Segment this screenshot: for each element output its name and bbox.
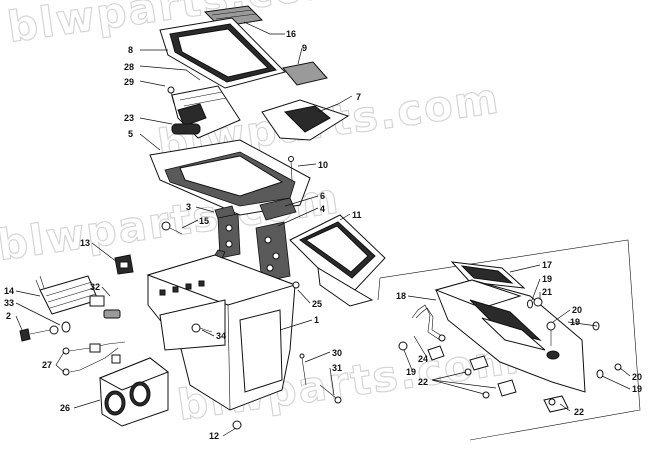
callout-17: 17 bbox=[542, 260, 552, 270]
callout-25: 25 bbox=[312, 299, 322, 309]
callout-26: 26 bbox=[60, 403, 70, 413]
part-33-washer bbox=[61, 321, 71, 333]
part-22-clip bbox=[543, 395, 569, 413]
part-5-airbox-top bbox=[149, 139, 311, 216]
part-25-screw bbox=[292, 281, 300, 289]
callout-8: 8 bbox=[128, 45, 133, 55]
callout-15: 15 bbox=[199, 216, 209, 226]
part-6-gasket bbox=[259, 197, 297, 221]
callout-31: 31 bbox=[332, 363, 342, 373]
callout-4: 4 bbox=[320, 204, 325, 214]
callout-14: 14 bbox=[4, 286, 14, 296]
callout-34: 34 bbox=[216, 331, 226, 341]
subassembly-frame bbox=[377, 239, 641, 441]
part-21-bolt bbox=[533, 297, 543, 307]
callout-32: 32 bbox=[90, 282, 100, 292]
part-30-rod bbox=[299, 353, 342, 404]
part-7-intake-cover bbox=[261, 99, 350, 141]
callout-11: 11 bbox=[352, 210, 362, 220]
part-19-washer bbox=[527, 299, 533, 309]
part-11-intake-duct bbox=[289, 214, 386, 307]
callout-19: 19 bbox=[632, 384, 642, 394]
part-19-washer bbox=[398, 341, 408, 351]
callout-22: 22 bbox=[574, 407, 584, 417]
part-20-bolt bbox=[546, 321, 556, 346]
callout-6: 6 bbox=[320, 191, 325, 201]
callout-19: 19 bbox=[542, 274, 552, 284]
part-15-bolt bbox=[161, 221, 183, 235]
part-1-airbox-base bbox=[146, 249, 297, 411]
callout-16: 16 bbox=[286, 29, 296, 39]
callout-3: 3 bbox=[186, 202, 191, 212]
part-19-washer bbox=[592, 321, 604, 379]
callout-2: 2 bbox=[6, 311, 11, 321]
part-12-screw bbox=[232, 420, 242, 430]
callout-22: 22 bbox=[418, 377, 428, 387]
part-8-airbox-lid bbox=[159, 17, 286, 89]
callout-1: 1 bbox=[314, 315, 319, 325]
callout-18: 18 bbox=[396, 291, 406, 301]
part-9-filter-pad bbox=[282, 61, 328, 86]
callout-24: 24 bbox=[418, 354, 428, 364]
part-4-boot bbox=[255, 221, 291, 283]
callout-5: 5 bbox=[128, 129, 133, 139]
callout-20: 20 bbox=[632, 372, 642, 382]
part-2-bolt bbox=[19, 325, 59, 342]
callout-28: 28 bbox=[124, 62, 134, 72]
callout-12: 12 bbox=[209, 431, 219, 441]
callout-10: 10 bbox=[318, 160, 328, 170]
part-23-seal bbox=[171, 123, 201, 135]
callout-23: 23 bbox=[124, 113, 134, 123]
callout-13: 13 bbox=[80, 238, 90, 248]
callout-27: 27 bbox=[42, 360, 52, 370]
part-4-boot bbox=[217, 213, 241, 259]
part-14-heater bbox=[35, 275, 99, 315]
callout-20: 20 bbox=[572, 305, 582, 315]
part-13-bracket bbox=[114, 254, 134, 275]
callout-33: 33 bbox=[4, 298, 14, 308]
part-22-clip bbox=[427, 345, 517, 399]
part-27-harness bbox=[62, 341, 126, 376]
part-34-fitting bbox=[191, 323, 213, 333]
callout-9: 9 bbox=[302, 43, 307, 53]
part-26-housing bbox=[98, 354, 170, 427]
callout-29: 29 bbox=[124, 77, 134, 87]
leader-lines bbox=[15, 21, 631, 437]
callout-labels: 16 8 9 28 29 7 23 5 10 3 6 4 15 11 13 32… bbox=[4, 29, 642, 441]
part-24-hose bbox=[411, 304, 446, 342]
callout-19: 19 bbox=[570, 317, 580, 327]
callout-30: 30 bbox=[332, 348, 342, 358]
part-10-screw bbox=[288, 156, 294, 181]
part-32-sensor bbox=[89, 295, 121, 319]
callout-7: 7 bbox=[356, 92, 361, 102]
callout-21: 21 bbox=[542, 287, 552, 297]
part-18-air-duct bbox=[434, 279, 586, 393]
part-20-bolt bbox=[614, 363, 622, 371]
callout-19: 19 bbox=[406, 367, 416, 377]
